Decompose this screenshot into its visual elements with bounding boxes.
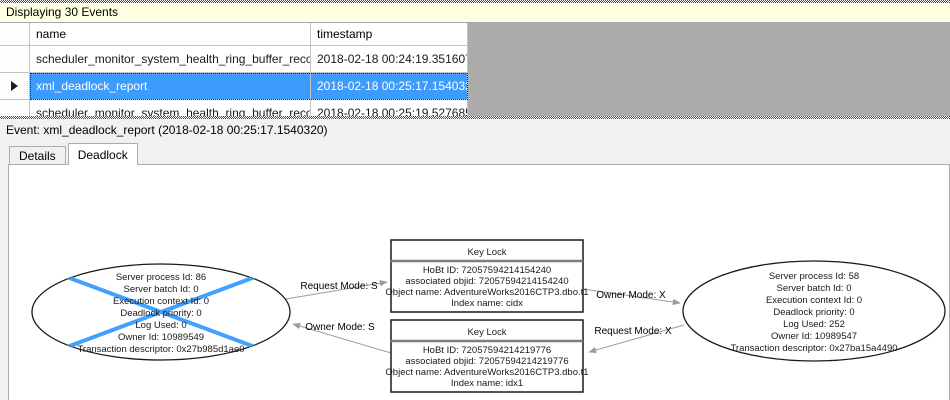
cell-timestamp[interactable]: 2018-02-18 00:24:19.3516078 [311, 46, 468, 73]
svg-text:Execution context Id: 0: Execution context Id: 0 [766, 295, 862, 306]
svg-text:Log Used: 252: Log Used: 252 [783, 319, 845, 330]
svg-text:Server batch Id: 0: Server batch Id: 0 [124, 284, 199, 295]
edge-owner-mode-x: Owner Mode: X [582, 288, 681, 306]
deadlock-graph-panel: Request Mode: S Owner Mode: S Owner Mode… [8, 164, 950, 400]
tab-deadlock[interactable]: Deadlock [67, 143, 138, 165]
row-header[interactable] [0, 73, 30, 100]
table-row-selected[interactable]: xml_deadlock_report 2018-02-18 00:25:17.… [0, 73, 468, 100]
event-detail-label: Event: xml_deadlock_report (2018-02-18 0… [6, 123, 328, 137]
event-detail-bar: Event: xml_deadlock_report (2018-02-18 0… [0, 119, 950, 141]
table-row[interactable]: scheduler_monitor_system_health_ring_buf… [0, 46, 468, 73]
svg-text:Owner Id: 10989547: Owner Id: 10989547 [771, 331, 857, 342]
svg-text:Deadlock priority: 0: Deadlock priority: 0 [120, 308, 201, 319]
svg-text:Key Lock: Key Lock [467, 327, 506, 338]
edge-label: Request Mode: X [594, 326, 672, 337]
svg-text:Index name: cidx: Index name: cidx [451, 298, 523, 309]
svg-text:Server process Id: 58: Server process Id: 58 [769, 271, 859, 282]
splitter-handle-middle[interactable] [0, 116, 950, 119]
cell-timestamp[interactable]: 2018-02-18 00:25:17.1540320 [311, 73, 468, 100]
resource-node-key-lock-bottom: Key Lock HoBt ID: 72057594214219776 asso… [385, 319, 589, 393]
svg-text:associated objid: 720575942142: associated objid: 72057594214219776 [405, 356, 568, 367]
edge-request-mode-s: Request Mode: S [285, 280, 388, 300]
cell-name[interactable]: scheduler_monitor_system_health_ring_buf… [30, 46, 311, 73]
svg-text:Index name: idx1: Index name: idx1 [451, 378, 523, 389]
events-grid: name timestamp scheduler_monitor_system_… [0, 23, 950, 116]
cell-name[interactable]: xml_deadlock_report [30, 73, 311, 100]
svg-text:Object name: AdventureWorks201: Object name: AdventureWorks2016CTP3.dbo.… [385, 287, 588, 298]
cell-name[interactable]: scheduler_monitor_system_health_ring_buf… [30, 100, 311, 116]
svg-text:Server process Id: 86: Server process Id: 86 [116, 272, 206, 283]
edge-owner-mode-s: Owner Mode: S [292, 322, 392, 354]
edge-label: Request Mode: S [300, 281, 378, 292]
edge-label: Owner Mode: X [596, 290, 666, 301]
splitter-handle-top[interactable] [0, 0, 950, 3]
column-header-timestamp[interactable]: timestamp [311, 23, 468, 46]
row-header[interactable] [0, 100, 30, 116]
events-count-label: Displaying 30 Events [6, 5, 119, 19]
svg-text:Key Lock: Key Lock [467, 247, 506, 258]
svg-text:HoBt ID: 72057594214154240: HoBt ID: 72057594214154240 [423, 265, 551, 276]
detail-tabs: Details Deadlock [0, 141, 950, 165]
svg-text:Transaction descriptor: 0x27b9: Transaction descriptor: 0x27b985d1ae0 [77, 344, 244, 355]
svg-text:Transaction descriptor: 0x27ba: Transaction descriptor: 0x27ba15a4490 [730, 343, 897, 354]
events-count-bar: Displaying 30 Events [0, 3, 950, 23]
cell-timestamp[interactable]: 2018-02-18 00:25:19.5276859 [311, 100, 468, 116]
victim-cross-icon [32, 264, 290, 360]
edge-label: Owner Mode: S [305, 322, 375, 333]
column-header-name[interactable]: name [30, 23, 311, 46]
svg-text:Execution context Id: 0: Execution context Id: 0 [113, 296, 209, 307]
svg-text:associated objid: 720575942141: associated objid: 72057594214154240 [405, 276, 568, 287]
table-row[interactable]: scheduler_monitor_system_health_ring_buf… [0, 100, 468, 116]
svg-text:Server batch Id: 0: Server batch Id: 0 [777, 283, 852, 294]
edge-request-mode-x: Request Mode: X [588, 324, 685, 354]
svg-text:HoBt ID: 72057594214219776: HoBt ID: 72057594214219776 [423, 345, 551, 356]
current-row-arrow-icon [11, 81, 18, 91]
svg-text:Object name: AdventureWorks201: Object name: AdventureWorks2016CTP3.dbo.… [385, 367, 588, 378]
tab-details[interactable]: Details [9, 146, 66, 164]
svg-text:Log Used: 0: Log Used: 0 [135, 320, 186, 331]
process-node-victim: Server process Id: 86 Server batch Id: 0… [31, 263, 291, 361]
row-header[interactable] [0, 46, 30, 73]
svg-text:Owner Id: 10989549: Owner Id: 10989549 [118, 332, 204, 343]
grid-corner-cell[interactable] [0, 23, 30, 46]
deadlock-graph: Request Mode: S Owner Mode: S Owner Mode… [31, 239, 946, 393]
svg-text:Deadlock priority: 0: Deadlock priority: 0 [773, 307, 854, 318]
process-node: Server process Id: 58 Server batch Id: 0… [682, 260, 946, 362]
resource-node-key-lock-top: Key Lock HoBt ID: 72057594214154240 asso… [385, 239, 589, 313]
grid-header-row: name timestamp [0, 23, 468, 46]
